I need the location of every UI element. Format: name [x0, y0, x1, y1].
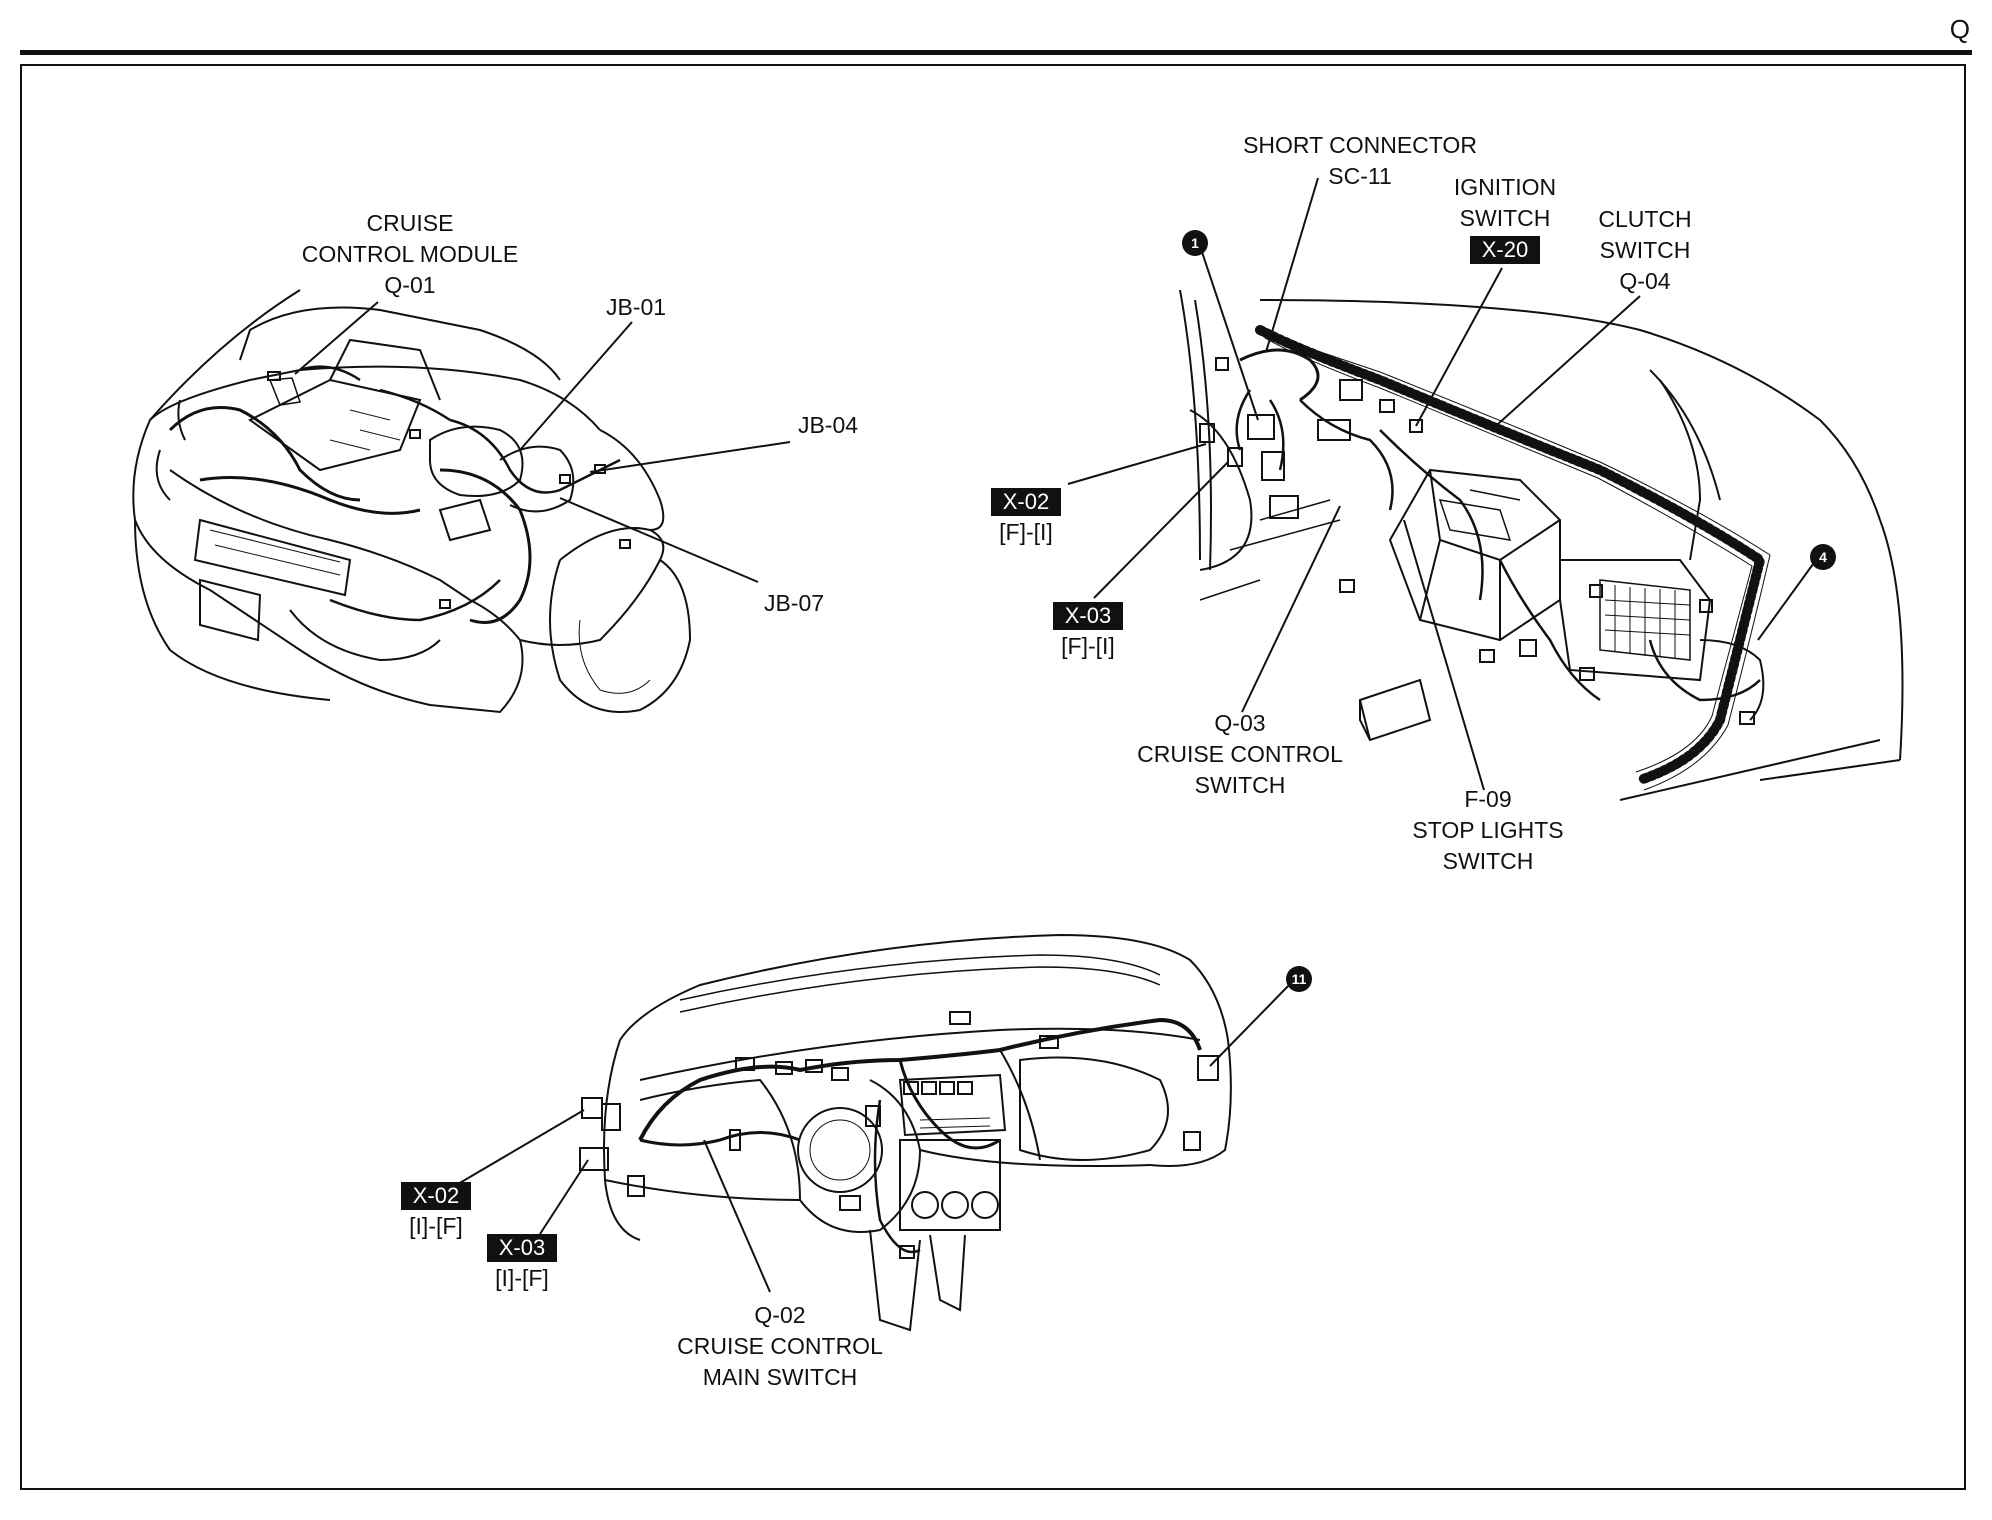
- q03-line1: Q-03: [1214, 710, 1266, 736]
- harness-marker-1: 1: [1182, 230, 1208, 256]
- x03-f-leader: [1093, 461, 1229, 599]
- connector-tag-x02: X-02: [990, 488, 1062, 516]
- clutch-leader: [1497, 295, 1641, 425]
- f09-line2: STOP LIGHTS: [1412, 817, 1564, 843]
- short-connector-line2: SC-11: [1328, 163, 1392, 189]
- jb01-label: JB-01: [605, 294, 667, 320]
- q02-line2: CRUISE CONTROL: [677, 1333, 883, 1359]
- x03-cabin-label: X-03 [F]-[I]: [1046, 600, 1130, 662]
- cruise-control-main-switch-label: Q-02 CRUISE CONTROL MAIN SWITCH: [660, 1300, 900, 1393]
- cabin-wiring-drawing: [1179, 289, 1904, 801]
- connector-tag-x20: X-20: [1469, 236, 1541, 264]
- harness-marker-11: 11: [1286, 966, 1312, 992]
- marker4-leader: [1757, 559, 1817, 641]
- section-letter: Q: [1949, 14, 1970, 44]
- x02-i-leader: [457, 1109, 585, 1185]
- ignition-leader: [1415, 267, 1503, 427]
- diagram-frame: [20, 64, 1966, 1490]
- ignition-switch-label: IGNITION SWITCH X-20: [1438, 172, 1572, 265]
- marker1-leader: [1201, 251, 1259, 421]
- x03-dash-label: X-03 [I]-[F]: [480, 1232, 564, 1294]
- q02-leader: [703, 1139, 771, 1293]
- cruise-module-line2: CONTROL MODULE: [301, 241, 519, 267]
- jb04-leader: [589, 441, 791, 473]
- cruise-control-switch-label: Q-03 CRUISE CONTROL SWITCH: [1120, 708, 1360, 801]
- q03-leader: [1241, 505, 1341, 713]
- ignition-line2: SWITCH: [1459, 205, 1551, 231]
- cruise-module-line3: Q-01: [384, 272, 436, 298]
- connector-tag-x02-dash: X-02: [400, 1182, 472, 1210]
- jb01-leader: [519, 321, 633, 451]
- clutch-line1: CLUTCH: [1598, 206, 1692, 232]
- short-connector-label: SHORT CONNECTOR SC-11: [1220, 130, 1500, 192]
- connector-tag-x03: X-03: [1052, 602, 1124, 630]
- engine-bay-drawing: [132, 289, 692, 714]
- q03-line3: SWITCH: [1194, 772, 1286, 798]
- q03-line2: CRUISE CONTROL: [1137, 741, 1343, 767]
- short-connector-leader: [1265, 177, 1319, 353]
- clutch-line3: Q-04: [1619, 268, 1671, 294]
- jb07-leader: [559, 497, 759, 583]
- cruise-module-leader: [294, 301, 379, 375]
- f09-leader: [1403, 519, 1485, 791]
- cruise-module-line1: CRUISE: [366, 210, 454, 236]
- x03-dash-sub: [I]-[F]: [495, 1265, 549, 1291]
- dashboard-drawing: [579, 933, 1232, 1332]
- q02-line3: MAIN SWITCH: [702, 1364, 858, 1390]
- q02-line1: Q-02: [754, 1302, 806, 1328]
- connector-tag-x03-dash: X-03: [486, 1234, 558, 1262]
- stop-lights-switch-label: F-09 STOP LIGHTS SWITCH: [1388, 784, 1588, 877]
- clutch-switch-label: CLUTCH SWITCH Q-04: [1580, 204, 1710, 297]
- x02-f-leader: [1067, 443, 1207, 485]
- jb04-label: JB-04: [797, 412, 859, 438]
- clutch-line2: SWITCH: [1599, 237, 1691, 263]
- f09-line3: SWITCH: [1442, 848, 1534, 874]
- short-connector-line1: SHORT CONNECTOR: [1243, 132, 1477, 158]
- cruise-control-module-label: CRUISE CONTROL MODULE Q-01: [280, 208, 540, 301]
- x02-cabin-label: X-02 [F]-[I]: [984, 486, 1068, 548]
- ignition-line1: IGNITION: [1453, 174, 1557, 200]
- harness-marker-4: 4: [1810, 544, 1836, 570]
- x02-cabin-sub: [F]-[I]: [999, 519, 1053, 545]
- marker11-leader: [1209, 981, 1293, 1067]
- x02-dash-label: X-02 [I]-[F]: [394, 1180, 478, 1242]
- jb07-label: JB-07: [763, 590, 825, 616]
- x02-dash-sub: [I]-[F]: [409, 1213, 463, 1239]
- x03-cabin-sub: [F]-[I]: [1061, 633, 1115, 659]
- f09-line1: F-09: [1464, 786, 1512, 812]
- header-rule: [20, 50, 1972, 55]
- x03-i-leader: [539, 1159, 589, 1235]
